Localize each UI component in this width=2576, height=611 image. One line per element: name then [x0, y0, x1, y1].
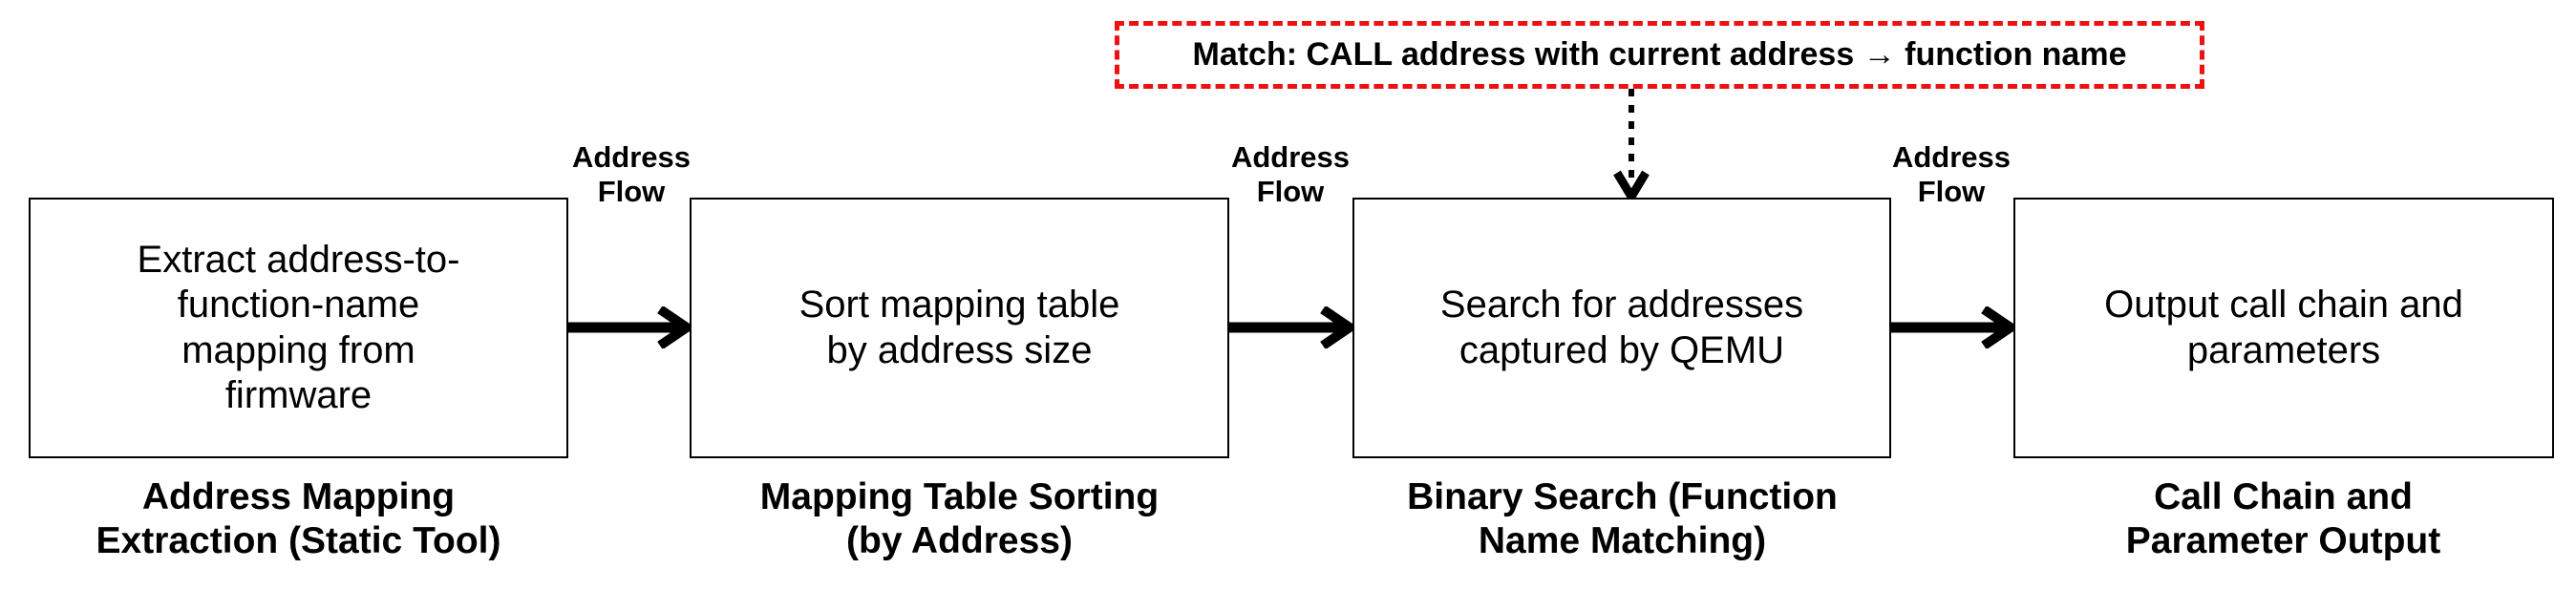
match-annotation-box: Match: CALL address with current address… [1115, 21, 2204, 89]
process-box-call-chain-output: Output call chain and parameters [2013, 198, 2554, 458]
annotation-pointer-arrow-svg [1613, 89, 1650, 200]
arrowhead-right-icon [657, 306, 690, 348]
process-box-address-mapping-extraction: Extract address-to- function-name mappin… [29, 198, 568, 458]
connector-arrow-1 [568, 306, 690, 348]
connector-arrow-2 [1229, 306, 1352, 348]
connector-arrow-3 [1891, 306, 2013, 348]
connector-label-1: Address Flow [571, 140, 692, 208]
connector-label-2: Address Flow [1230, 140, 1351, 208]
process-box-binary-search: Search for addresses captured by QEMU [1352, 198, 1891, 458]
process-box-mapping-table-sorting: Sort mapping table by address size [690, 198, 1229, 458]
caption-binary-search: Binary Search (Function Name Matching) [1407, 476, 1838, 562]
arrowhead-down-icon [1613, 170, 1650, 200]
process-box-text: Output call chain and parameters [2104, 284, 2463, 371]
process-box-text: Sort mapping table by address size [798, 284, 1120, 371]
caption-call-chain-output: Call Chain and Parameter Output [2125, 476, 2441, 562]
annotation-pointer-arrow [1610, 89, 1652, 200]
caption-mapping-table-sorting: Mapping Table Sorting (by Address) [759, 476, 1160, 562]
arrowhead-right-icon [1320, 306, 1352, 348]
connector-arrow-2-svg [1229, 306, 1352, 348]
connector-arrow-3-svg [1891, 306, 2013, 348]
process-box-text: Search for addresses captured by QEMU [1439, 284, 1804, 371]
process-box-text: Extract address-to- function-name mappin… [137, 239, 460, 416]
connector-label-3: Address Flow [1891, 140, 2012, 208]
connector-arrow-1-svg [568, 306, 690, 348]
match-annotation-text: Match: CALL address with current address… [1192, 36, 2127, 73]
arrowhead-right-icon [1981, 306, 2013, 348]
caption-address-mapping-extraction: Address Mapping Extraction (Static Tool) [96, 476, 501, 562]
